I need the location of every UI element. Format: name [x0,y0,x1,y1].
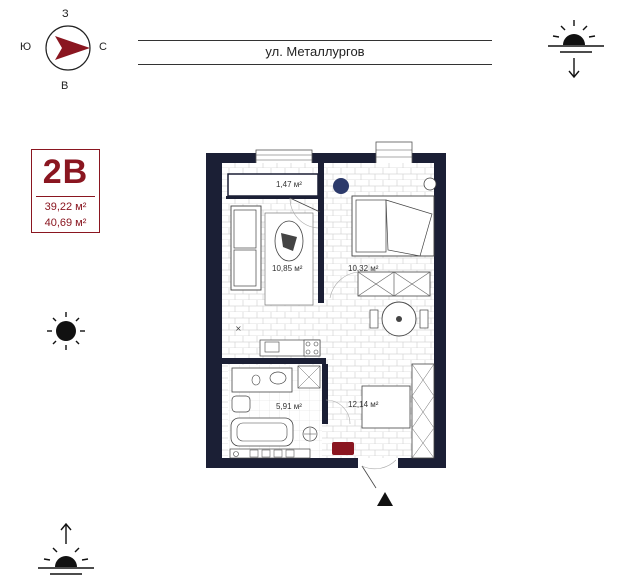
compass-west-label: Ю [20,41,32,53]
street-line-top [138,40,492,41]
kitchen-area-label: 12,14 м² [348,400,379,409]
compass-south-label: В [61,80,69,92]
svg-text:×: × [235,324,242,333]
street-line-bottom [138,64,492,65]
compass-north-label: З [62,8,69,20]
badge-divider [36,196,95,197]
apartment-badge: 2В 39,22 м² 40,69 м² [31,149,100,233]
entrance-arrow-icon [377,492,393,506]
living-area-label: 10,85 м² [272,264,303,273]
compass-east-label: С [99,41,107,53]
apartment-area-living: 39,22 м² [44,201,87,213]
apartment-code: 2В [42,153,89,191]
bathroom-area-label: 5,91 м² [276,402,302,411]
bedroom-area-label: 10,32 м² [348,264,379,273]
apartment-area-total: 40,69 м² [44,217,87,229]
outer-walls [206,153,446,468]
balcony-area-label: 1,47 м² [276,180,302,189]
street-name: ул. Металлургов [265,44,365,59]
